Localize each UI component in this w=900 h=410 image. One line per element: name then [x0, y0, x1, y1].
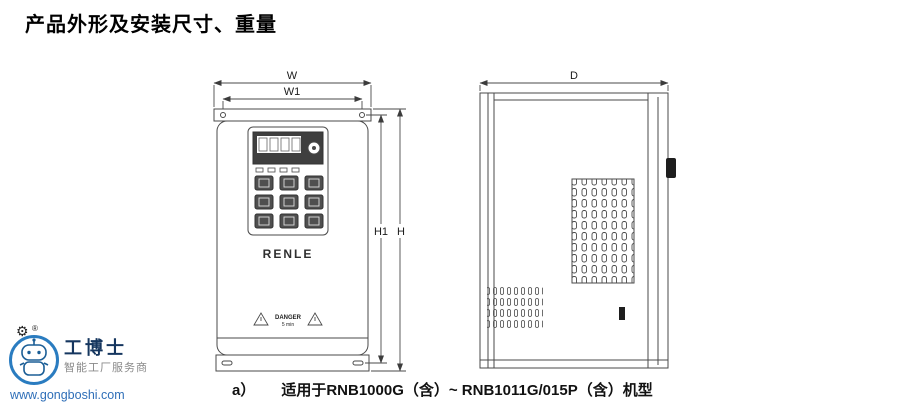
- gear-icon: ⚙: [16, 323, 29, 339]
- page-title: 产品外形及安装尺寸、重量: [25, 14, 277, 36]
- gongboshi-logo: [9, 335, 59, 385]
- side-knob: [666, 158, 676, 178]
- front-dimension-h: H1 H: [365, 108, 410, 372]
- dim-label-w1: W1: [284, 86, 301, 98]
- display-screen: [257, 136, 301, 153]
- danger-subtext: 5 min: [282, 322, 294, 328]
- side-body: [479, 92, 676, 369]
- front-dimension-w: W: [213, 70, 372, 107]
- mounting-slot-left: [221, 360, 233, 366]
- side-view-drawing: D: [479, 70, 676, 369]
- mascot-robot-icon: [19, 338, 49, 376]
- warning-triangle-left-icon: [253, 312, 269, 326]
- brand-text: RENLE: [263, 247, 314, 261]
- dim-label-h: H: [397, 226, 405, 238]
- keypad-buttons: [254, 175, 324, 229]
- warning-triangle-right-icon: [307, 312, 323, 326]
- dim-label-w: W: [287, 70, 298, 82]
- vent-grid: [571, 178, 635, 284]
- dimension-diagram: W W1: [213, 70, 676, 372]
- bottom-vents: [487, 285, 543, 329]
- watermark-url: www.gongboshi.com: [10, 388, 125, 402]
- figure-caption: a） 适用于RNB1000G（含）~ RNB1011G/015P（含）机型: [232, 379, 653, 400]
- danger-label: DANGER 5 min: [253, 312, 323, 328]
- gongboshi-watermark: ⚙ ® 工博士 智能工厂服务商 www.gongboshi.com: [8, 323, 188, 410]
- figure-caption-index: a）: [232, 382, 256, 399]
- registered-mark: ®: [32, 324, 38, 333]
- mounting-hole-right: [359, 112, 365, 118]
- side-dimension-d: D: [479, 70, 669, 91]
- front-view-drawing: W W1: [213, 70, 410, 372]
- keypad-panel: [247, 126, 329, 236]
- dim-label-d: D: [570, 70, 578, 82]
- mounting-hole-left: [220, 112, 226, 118]
- danger-text: DANGER: [275, 315, 302, 321]
- figure-caption-text: 适用于RNB1000G（含）~ RNB1011G/015P（含）机型: [281, 382, 653, 399]
- watermark-brand: 工博士: [64, 338, 127, 358]
- mounting-slot-right: [352, 360, 364, 366]
- dim-label-h1: H1: [374, 226, 388, 238]
- front-dimension-w1: W1: [222, 86, 363, 112]
- watermark-tagline: 智能工厂服务商: [64, 362, 148, 374]
- side-chip: [619, 307, 625, 320]
